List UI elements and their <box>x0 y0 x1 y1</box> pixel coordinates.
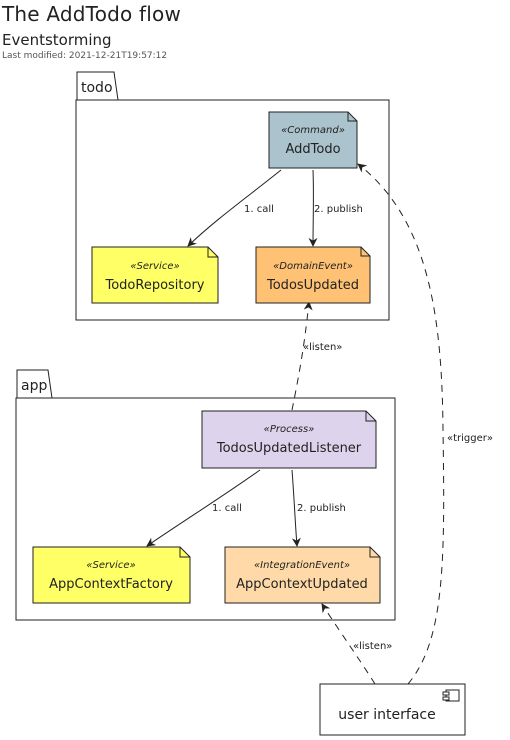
node-todos-updated-stereotype: «DomainEvent» <box>273 261 353 272</box>
edge-listen-todo-label: «listen» <box>303 342 342 353</box>
edge-app-call-label: 1. call <box>212 503 242 514</box>
edge-listen-app-label: «listen» <box>353 641 392 652</box>
node-todo-repository-name: TodoRepository <box>104 278 204 293</box>
package-app-label: app <box>21 378 47 394</box>
edge-app-publish: 2. publish <box>291 469 346 547</box>
node-add-todo-name: AddTodo <box>285 142 340 157</box>
node-todos-updated-listener: «Process» TodosUpdatedListener <box>201 410 377 469</box>
node-add-todo-stereotype: «Command» <box>281 125 345 136</box>
node-user-interface: user interface <box>319 683 466 736</box>
edge-todo-call: 1. call <box>187 169 282 247</box>
node-todos-updated-name: TodosUpdated <box>266 278 359 293</box>
edge-todo-publish: 2. publish <box>308 169 363 247</box>
node-app-context-updated: «IntegrationEvent» AppContextUpdated <box>224 546 381 604</box>
edge-app-publish-label: 2. publish <box>297 503 346 514</box>
edge-trigger: «trigger» <box>357 163 493 685</box>
diagram-title: The AddTodo flow <box>2 2 182 26</box>
node-app-context-factory-name: AppContextFactory <box>49 577 173 592</box>
node-app-context-factory-stereotype: «Service» <box>86 560 135 571</box>
node-todos-updated-listener-stereotype: «Process» <box>264 424 315 435</box>
node-todo-repository: «Service» TodoRepository <box>91 246 219 304</box>
edge-todo-call-label: 1. call <box>244 204 274 215</box>
edge-app-call: 1. call <box>146 469 261 547</box>
node-app-context-factory: «Service» AppContextFactory <box>32 546 191 604</box>
package-todo-label: todo <box>81 80 113 96</box>
node-app-context-updated-stereotype: «IntegrationEvent» <box>254 560 350 571</box>
diagram-subtitle: Eventstorming <box>2 31 112 49</box>
node-todo-repository-stereotype: «Service» <box>130 261 179 272</box>
last-modified-label: Last modified: 2021-12-21T19:57:12 <box>2 51 168 61</box>
node-todos-updated: «DomainEvent» TodosUpdated <box>255 246 371 304</box>
edge-listen-todo: «listen» <box>291 301 342 411</box>
edge-trigger-label: «trigger» <box>447 433 493 444</box>
node-todos-updated-listener-name: TodosUpdatedListener <box>216 441 362 456</box>
edge-todo-publish-label: 2. publish <box>314 204 363 215</box>
edge-listen-app: «listen» <box>321 603 392 685</box>
node-user-interface-name: user interface <box>338 707 435 723</box>
node-app-context-updated-name: AppContextUpdated <box>236 577 368 592</box>
component-icon <box>442 689 460 702</box>
node-add-todo: «Command» AddTodo <box>268 111 358 169</box>
